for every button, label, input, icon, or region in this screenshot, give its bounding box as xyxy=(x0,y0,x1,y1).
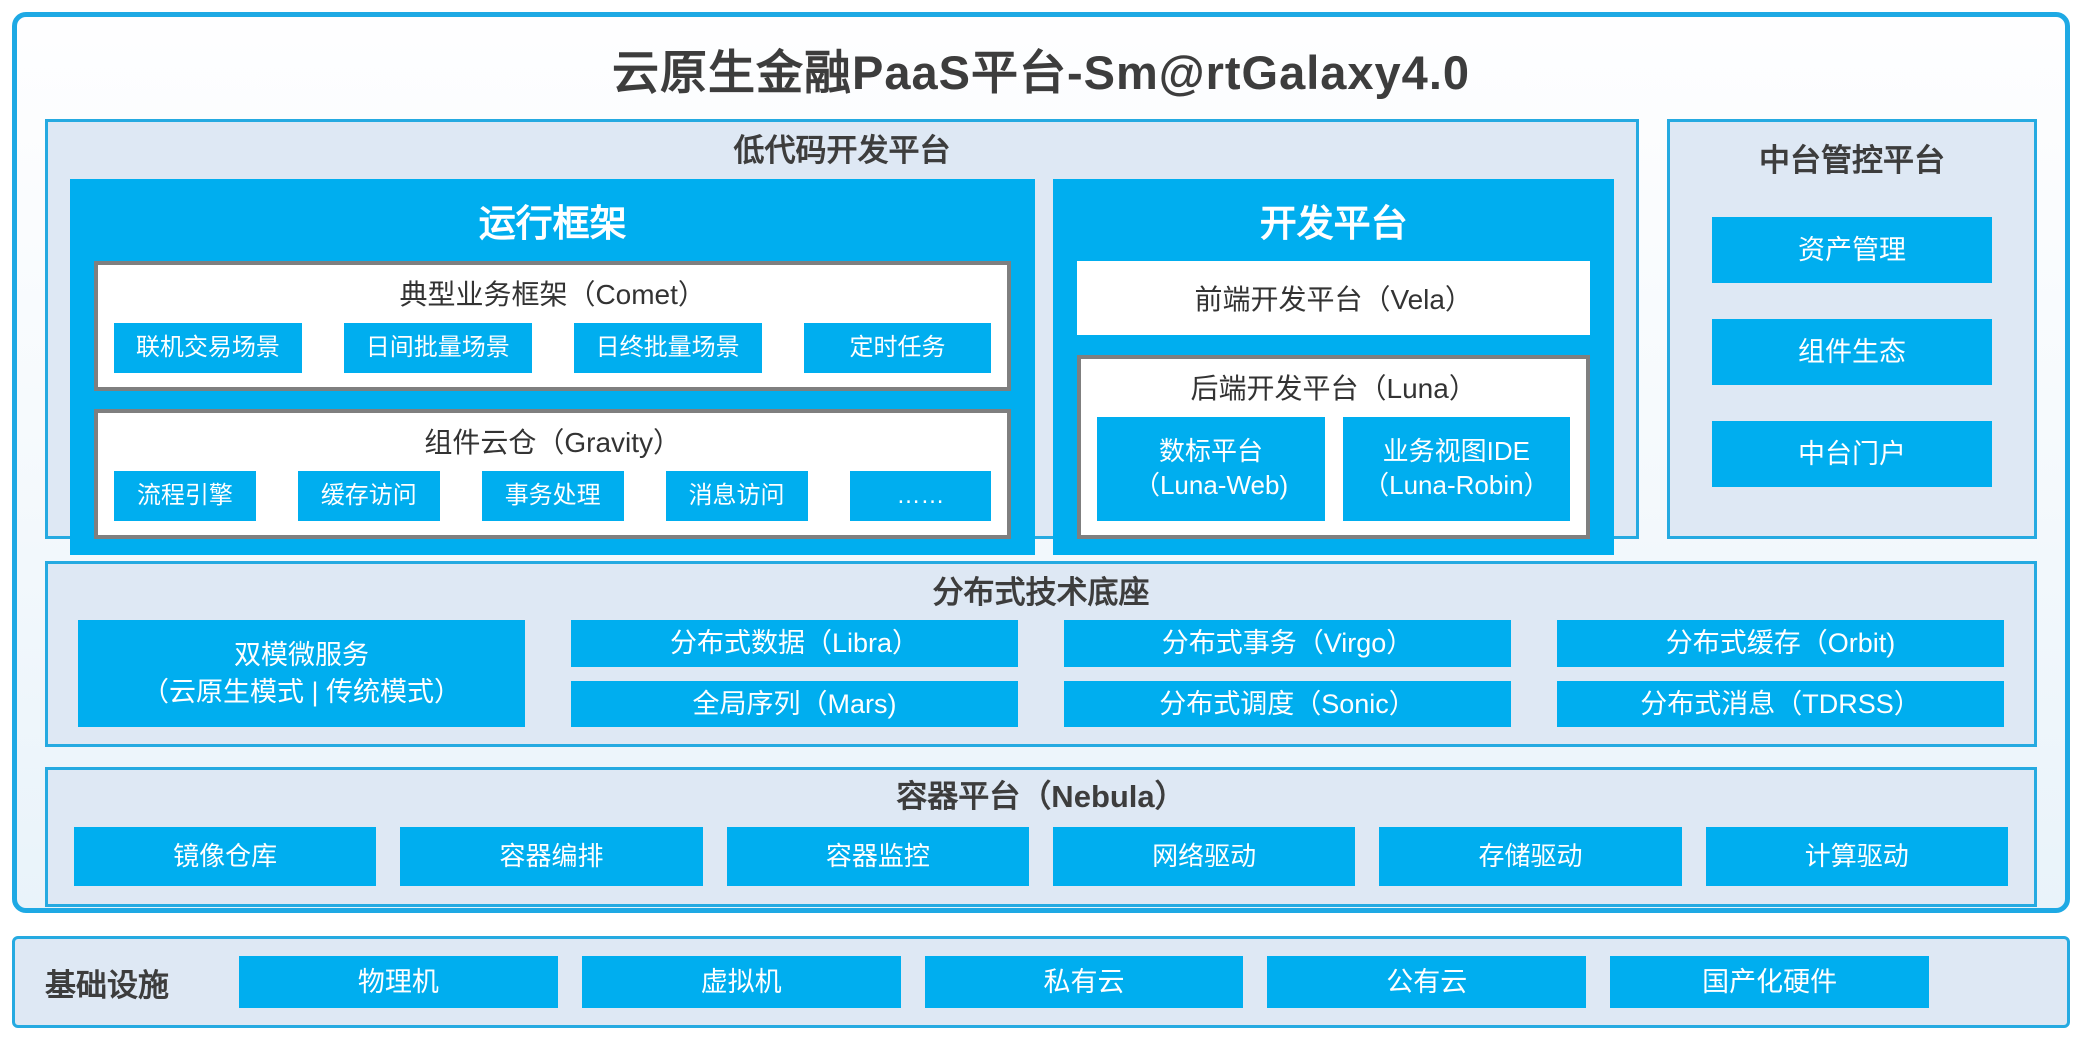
lowcode-platform-title: 低代码开发平台 xyxy=(733,133,951,168)
luna-robin-chip-line2: （Luna-Robin） xyxy=(1363,470,1550,501)
gravity-chip-cache-access: 缓存访问 xyxy=(297,471,440,522)
dual-mode-line2: （云原生模式 | 传统模式） xyxy=(141,676,462,707)
runtime-framework-panel: 运行框架 典型业务框架（Comet） 联机交易场景 日间批量场景 日终批量场景 … xyxy=(70,179,1036,556)
infra-chip-physical-machine: 物理机 xyxy=(239,956,558,1008)
luna-web-chip-line2: （Luna-Web) xyxy=(1133,470,1289,501)
container-platform-section: 容器平台（Nebula） 镜像仓库 容器编排 容器监控 网络驱动 存储驱动 计算… xyxy=(45,767,2037,907)
dual-mode-microservice-chip: 双模微服务 （云原生模式 | 传统模式） xyxy=(78,620,525,727)
nebula-chip-network-driver: 网络驱动 xyxy=(1052,827,1356,886)
comet-framework-title: 典型业务框架（Comet） xyxy=(399,279,706,311)
comet-chip-endofday-batch: 日终批量场景 xyxy=(573,323,762,374)
distributed-column-3: 分布式缓存（Orbit) 分布式消息（TDRSS） xyxy=(1557,620,2004,727)
nebula-chip-compute-driver: 计算驱动 xyxy=(1705,827,2008,886)
gravity-chip-message-access: 消息访问 xyxy=(665,471,808,522)
dist-chip-virgo: 分布式事务（Virgo） xyxy=(1064,620,1511,667)
luna-robin-chip-line1: 业务视图IDE xyxy=(1382,436,1531,467)
comet-chip-daytime-batch: 日间批量场景 xyxy=(343,323,532,374)
gravity-warehouse-box: 组件云仓（Gravity） 流程引擎 缓存访问 事务处理 消息访问 …… xyxy=(94,409,1012,540)
top-row: 低代码开发平台 运行框架 典型业务框架（Comet） 联机交易场景 日间批量场景… xyxy=(45,119,2037,556)
distributed-base-section: 分布式技术底座 双模微服务 （云原生模式 | 传统模式） 分布式数据（Libra… xyxy=(45,561,2037,747)
infrastructure-title: 基础设施 xyxy=(45,967,169,1003)
distributed-column-2: 分布式事务（Virgo） 分布式调度（Sonic） xyxy=(1064,620,1511,727)
infra-chip-domestic-hardware: 国产化硬件 xyxy=(1610,956,1929,1008)
dist-chip-libra: 分布式数据（Libra） xyxy=(571,620,1018,667)
infrastructure-section: 基础设施 物理机 虚拟机 私有云 公有云 国产化硬件 xyxy=(12,936,2070,1028)
mid-chip-midplatform-portal: 中台门户 xyxy=(1712,421,1992,488)
nebula-chip-monitoring: 容器监控 xyxy=(726,827,1029,886)
dev-platform-panel: 开发平台 前端开发平台（Vela） 后端开发平台（Luna） 数标平台 （Lun… xyxy=(1053,179,1614,556)
dual-mode-line1: 双模微服务 xyxy=(234,640,369,671)
midplatform-section: 中台管控平台 资产管理 组件生态 中台门户 xyxy=(1667,119,2037,539)
vela-frontend-box: 前端开发平台（Vela） xyxy=(1077,261,1590,336)
distributed-base-title: 分布式技术底座 xyxy=(932,575,1150,610)
comet-chip-scheduled-task: 定时任务 xyxy=(803,323,992,374)
infrastructure-chip-row: 物理机 虚拟机 私有云 公有云 国产化硬件 xyxy=(239,956,1929,1008)
luna-web-chip-line1: 数标平台 xyxy=(1159,436,1264,467)
distributed-column-1: 分布式数据（Libra） 全局序列（Mars) xyxy=(571,620,1018,727)
gravity-warehouse-title: 组件云仓（Gravity） xyxy=(424,427,682,459)
dist-chip-tdrss: 分布式消息（TDRSS） xyxy=(1557,680,2004,727)
luna-chip-row: 数标平台 （Luna-Web) 业务视图IDE （Luna-Robin） xyxy=(1097,417,1570,522)
nebula-chip-orchestration: 容器编排 xyxy=(400,827,703,886)
lowcode-body: 运行框架 典型业务框架（Comet） 联机交易场景 日间批量场景 日终批量场景 … xyxy=(70,179,1614,556)
mid-chip-component-ecosystem: 组件生态 xyxy=(1712,319,1992,386)
gravity-chip-process-engine: 流程引擎 xyxy=(114,471,256,522)
luna-backend-title: 后端开发平台（Luna） xyxy=(1190,373,1477,405)
midplatform-title: 中台管控平台 xyxy=(1759,143,1945,178)
infra-chip-virtual-machine: 虚拟机 xyxy=(581,956,901,1008)
gravity-chip-ellipsis: …… xyxy=(849,471,992,522)
infra-chip-private-cloud: 私有云 xyxy=(924,956,1244,1008)
nebula-chip-storage-driver: 存储驱动 xyxy=(1379,827,1682,886)
page-title: 云原生金融PaaS平台-Sm@rtGalaxy4.0 xyxy=(611,45,1471,99)
midplatform-chip-column: 资产管理 组件生态 中台门户 xyxy=(1712,217,1992,488)
distributed-grid: 双模微服务 （云原生模式 | 传统模式） 分布式数据（Libra） 全局序列（M… xyxy=(78,620,2004,727)
comet-framework-box: 典型业务框架（Comet） 联机交易场景 日间批量场景 日终批量场景 定时任务 xyxy=(94,261,1012,392)
dist-chip-mars: 全局序列（Mars) xyxy=(571,680,1018,727)
comet-chip-online-transaction: 联机交易场景 xyxy=(114,323,302,374)
container-platform-title: 容器平台（Nebula） xyxy=(896,779,1186,814)
platform-container: 云原生金融PaaS平台-Sm@rtGalaxy4.0 低代码开发平台 运行框架 … xyxy=(12,12,2070,913)
container-chip-row: 镜像仓库 容器编排 容器监控 网络驱动 存储驱动 计算驱动 xyxy=(74,827,2008,886)
dist-chip-sonic: 分布式调度（Sonic） xyxy=(1064,680,1511,727)
luna-web-chip: 数标平台 （Luna-Web) xyxy=(1097,417,1325,522)
luna-robin-chip: 业务视图IDE （Luna-Robin） xyxy=(1342,417,1570,522)
runtime-framework-title: 运行框架 xyxy=(478,203,627,245)
luna-backend-box: 后端开发平台（Luna） 数标平台 （Luna-Web) 业务视图IDE （Lu… xyxy=(1077,355,1590,540)
gravity-chip-row: 流程引擎 缓存访问 事务处理 消息访问 …… xyxy=(114,471,992,522)
dist-chip-orbit: 分布式缓存（Orbit) xyxy=(1557,620,2004,667)
lowcode-platform-section: 低代码开发平台 运行框架 典型业务框架（Comet） 联机交易场景 日间批量场景… xyxy=(45,119,1639,556)
nebula-chip-image-registry: 镜像仓库 xyxy=(74,827,377,886)
gravity-chip-transaction-processing: 事务处理 xyxy=(481,471,624,522)
mid-chip-asset-management: 资产管理 xyxy=(1712,217,1992,284)
comet-chip-row: 联机交易场景 日间批量场景 日终批量场景 定时任务 xyxy=(114,323,992,374)
dev-platform-title: 开发平台 xyxy=(1259,203,1408,245)
infra-chip-public-cloud: 公有云 xyxy=(1267,956,1587,1008)
